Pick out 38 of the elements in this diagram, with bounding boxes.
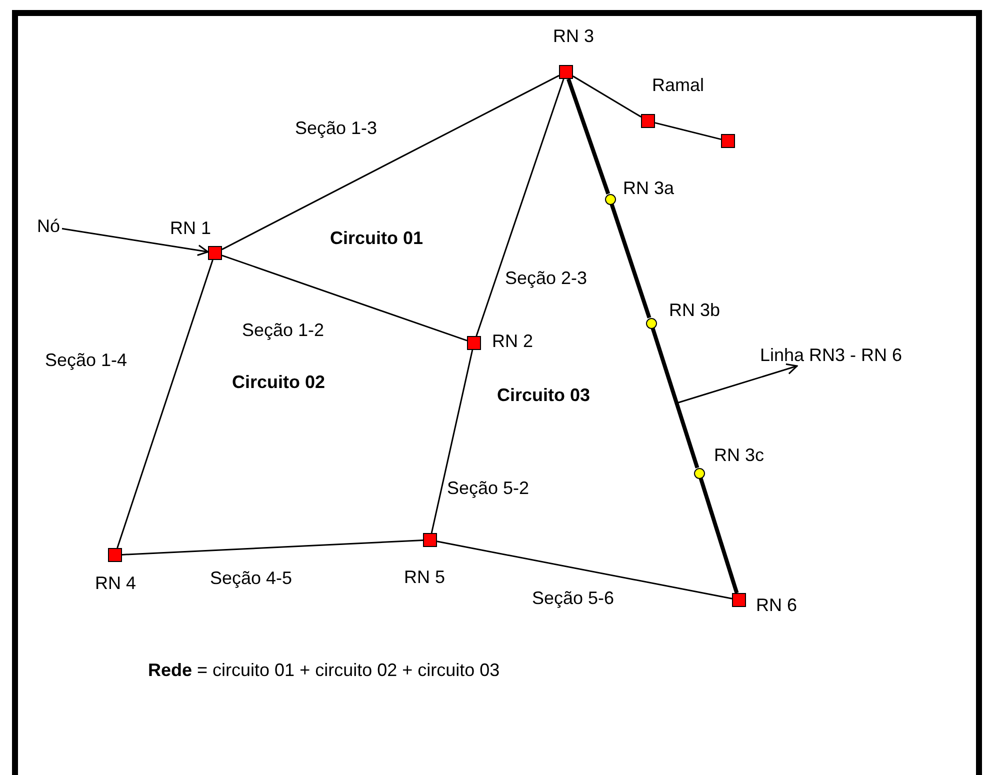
station-label: RN 5: [404, 567, 446, 588]
station-label: RN 3c: [714, 445, 764, 466]
station-label: RN 3: [553, 26, 594, 47]
arrow: [676, 363, 798, 404]
circuit-label: Circuito 01: [330, 228, 424, 249]
leveling-line: [566, 78, 610, 194]
leveling-line: [650, 328, 700, 468]
section-line: [222, 254, 468, 342]
section-line: [116, 260, 214, 548]
section-line: [436, 540, 732, 600]
station-label: RN 2: [492, 331, 534, 352]
callout-text: Linha RN3 - RN 6: [760, 345, 902, 366]
circuit-label: Circuito 02: [232, 372, 326, 393]
leveling-line: [698, 478, 739, 594]
network-note: Rede = circuito 01 + circuito 02 + circuito 03: [148, 660, 500, 681]
station-label: RN 1: [170, 218, 212, 239]
section-line: [476, 78, 564, 336]
edge-label: Seção 1-4: [45, 350, 128, 371]
edge-label: Seção 5-6: [532, 588, 614, 609]
edge-label: Seção 1-2: [242, 320, 324, 341]
arrow: [62, 228, 209, 256]
edge-label: Seção 5-2: [447, 478, 530, 499]
edge-label: Seção 4-5: [210, 568, 292, 589]
station-label: RN 6: [756, 595, 798, 616]
section-line: [572, 76, 642, 118]
branch-label: Ramal: [652, 75, 704, 96]
edge-label: Seção 1-3: [295, 118, 378, 139]
section-line: [222, 74, 560, 250]
section-line: [122, 540, 424, 556]
edge-label: Seção 2-3: [505, 268, 588, 289]
leveling-line: [610, 204, 652, 318]
section-line: [654, 122, 722, 140]
section-line: [430, 350, 474, 534]
station-label: RN 4: [95, 573, 136, 594]
station-label: RN 3b: [669, 300, 720, 321]
circuit-label: Circuito 03: [497, 385, 590, 406]
callout-text: Nó: [37, 216, 60, 237]
station-label: RN 3a: [623, 178, 674, 199]
